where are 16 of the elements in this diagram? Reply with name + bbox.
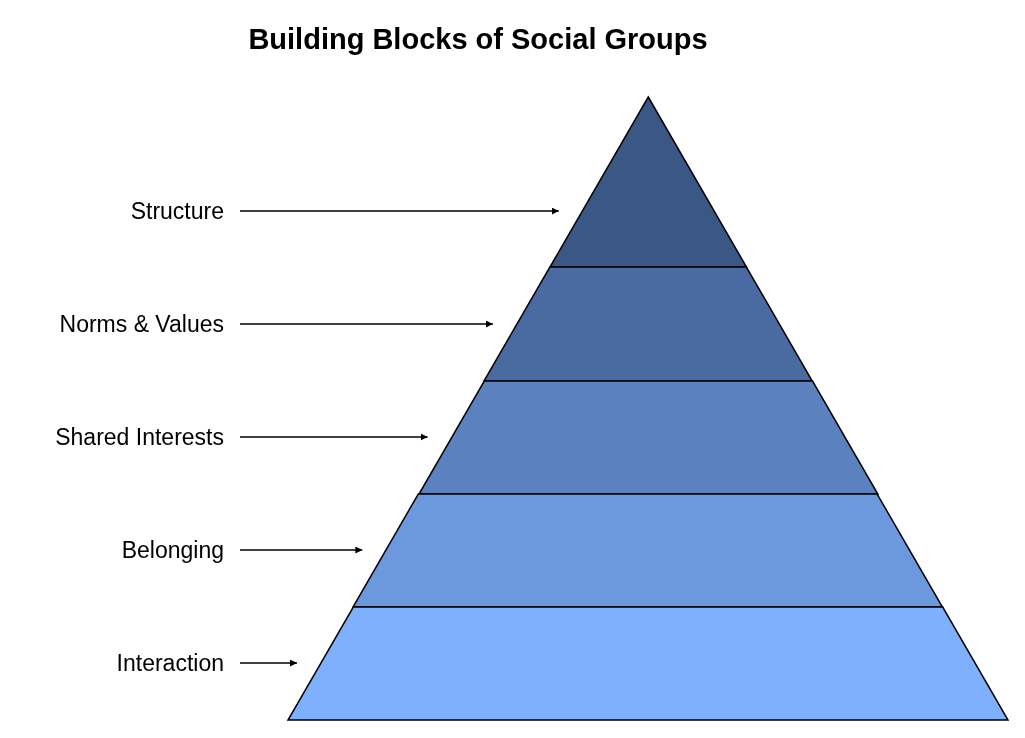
pyramid-layer bbox=[287, 606, 1009, 721]
pyramid-layer bbox=[352, 493, 944, 608]
level-label: Belonging bbox=[121, 536, 224, 564]
level-label: Norms & Values bbox=[59, 310, 224, 338]
pyramid-layer bbox=[417, 380, 879, 495]
level-label: Shared Interests bbox=[55, 423, 224, 451]
pyramid-layer bbox=[482, 266, 814, 382]
level-label: Interaction bbox=[116, 649, 224, 677]
diagram-title: Building Blocks of Social Groups bbox=[248, 22, 708, 56]
arrow bbox=[239, 207, 560, 215]
pyramid-layer bbox=[548, 96, 748, 268]
arrow bbox=[239, 546, 363, 554]
arrow bbox=[239, 659, 298, 667]
arrow bbox=[239, 320, 494, 328]
level-label: Structure bbox=[130, 197, 224, 225]
arrow bbox=[239, 433, 429, 441]
